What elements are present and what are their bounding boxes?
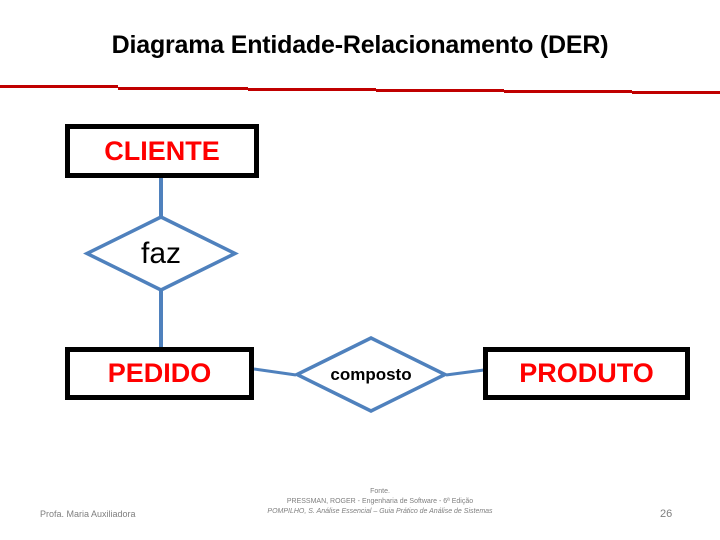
source-heading: Fonte. xyxy=(370,488,390,495)
page-number: 26 xyxy=(660,508,673,520)
divider-segment xyxy=(0,85,118,88)
diamond-shape-faz xyxy=(83,215,239,292)
connector-lines xyxy=(159,178,485,377)
source-reference-pressman: PRESSMAN, ROGER - Engenharia de Software… xyxy=(286,498,474,505)
relationship-composto[interactable]: composto xyxy=(293,336,449,413)
relationship-faz[interactable]: faz xyxy=(83,215,239,292)
relationship-faz-label: faz xyxy=(140,236,182,270)
page-title: Diagrama Entidade-Relacionamento (DER) xyxy=(111,31,609,59)
entity-pedido-label: PEDIDO xyxy=(107,358,212,388)
source-reference-pompilho: POMPILHO, S. Análise Essencial – Guia Pr… xyxy=(267,508,493,515)
entity-cliente[interactable]: CLIENTE xyxy=(65,124,259,178)
entity-pedido[interactable]: PEDIDO xyxy=(65,347,254,400)
connector-pedido-composto xyxy=(253,367,297,377)
title-divider-rule xyxy=(0,80,720,94)
divider-segment xyxy=(118,87,248,90)
footer-source-citation: Fonte. PRESSMAN, ROGER - Engenharia de S… xyxy=(180,487,580,517)
divider-segment xyxy=(376,89,504,92)
footer-author: Profa. Maria Auxiliadora xyxy=(40,509,136,519)
connector-composto-produto xyxy=(445,368,485,377)
er-diagram: CLIENTE faz PEDIDO composto PRODUTO xyxy=(65,124,690,413)
entity-produto-label: PRODUTO xyxy=(519,358,654,388)
entity-produto[interactable]: PRODUTO xyxy=(483,347,690,400)
relationship-composto-label: composto xyxy=(330,365,412,384)
diamond-shape-composto xyxy=(293,336,449,413)
divider-segment xyxy=(504,90,632,93)
entity-cliente-label: CLIENTE xyxy=(104,135,220,166)
divider-segment xyxy=(248,88,376,91)
divider-segment xyxy=(632,91,720,94)
